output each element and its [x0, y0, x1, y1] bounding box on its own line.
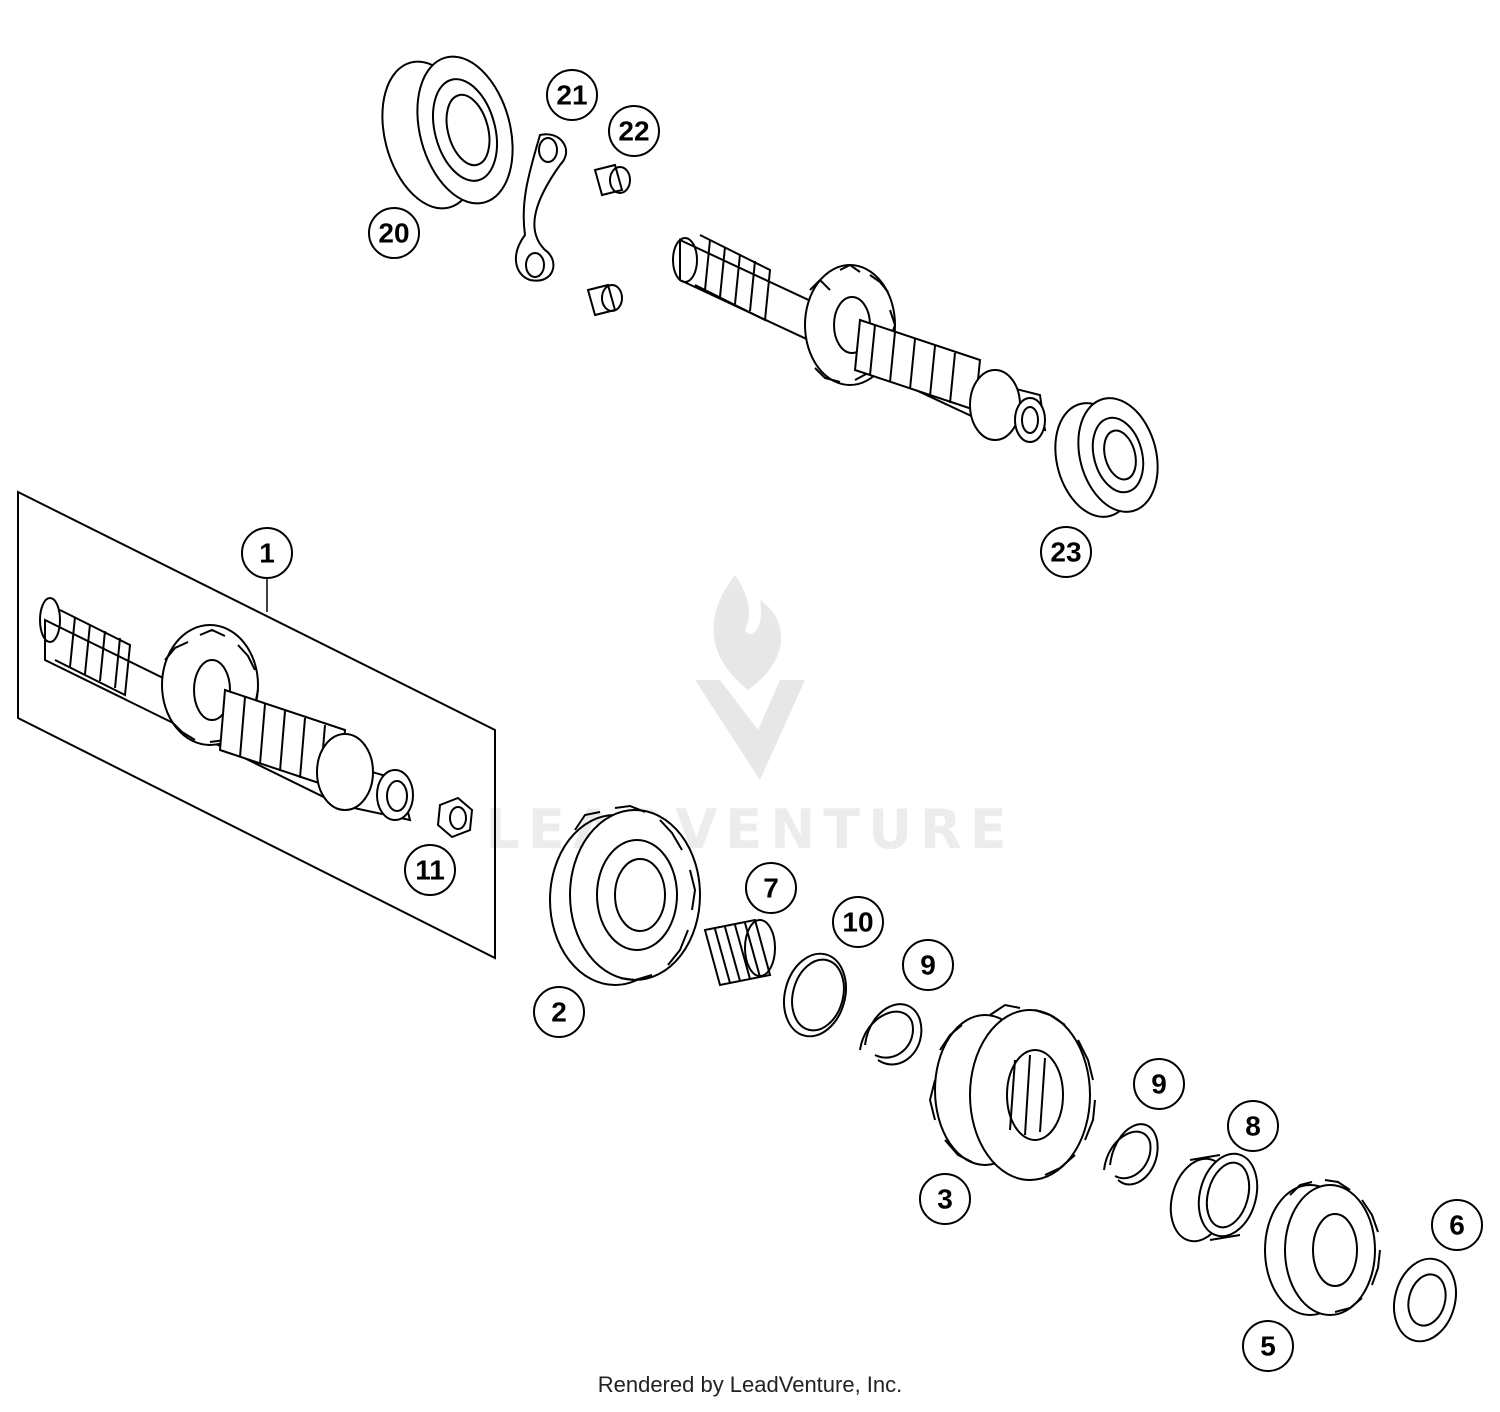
callout-6: 6 [1449, 1210, 1465, 1241]
part-2-gear [549, 804, 701, 986]
part-10-washer [783, 952, 847, 1038]
callout-20: 20 [378, 218, 409, 249]
callout-3: 3 [937, 1184, 953, 1215]
part-11-nut [436, 796, 474, 839]
part-8-bushing [1169, 1152, 1259, 1243]
part-3-double-gear [928, 1003, 1096, 1181]
callout-9-upper: 9 [920, 950, 936, 981]
part-21-lock-plate [515, 133, 567, 282]
callout-10: 10 [842, 907, 873, 938]
callout-circle-5 [1242, 1320, 1294, 1372]
callout-circle-8 [1227, 1100, 1279, 1152]
part-20-bearing [381, 55, 514, 210]
callout-circle-9a [902, 939, 954, 991]
part-6-washer [1393, 1257, 1457, 1343]
callout-circle-21 [546, 69, 598, 121]
part-9-circlip-lower [1103, 1123, 1159, 1186]
watermark-logo [695, 575, 805, 780]
callout-circle-1 [241, 527, 293, 579]
top-shaft [672, 234, 1047, 443]
callout-circle-22 [608, 105, 660, 157]
callout-labels: 1 2 3 5 6 7 8 9 9 10 11 20 21 22 23 [259, 80, 1465, 1362]
callout-circle-23 [1040, 526, 1092, 578]
callout-8: 8 [1245, 1111, 1261, 1142]
footer-credit: Rendered by LeadVenture, Inc. [597, 1372, 903, 1397]
part-22-screws [586, 163, 631, 317]
part-1-outline-box [17, 490, 496, 960]
callout-1: 1 [259, 538, 275, 569]
part-7-needle-bearing [703, 918, 776, 987]
part-9-circlip-upper [859, 1003, 923, 1066]
callout-7: 7 [763, 873, 779, 904]
callout-23: 23 [1050, 537, 1081, 568]
callout-circle-10 [832, 896, 884, 948]
callout-circle-9b [1133, 1058, 1185, 1110]
watermark-text: LEADVENTURE [486, 798, 1015, 861]
callouts [241, 69, 1483, 1372]
callout-circle-11 [404, 844, 456, 896]
part-23-bearing [1054, 397, 1159, 518]
callout-22: 22 [618, 116, 649, 147]
callout-11: 11 [415, 855, 445, 886]
callout-circle-3 [919, 1173, 971, 1225]
callout-2: 2 [551, 997, 567, 1028]
part-1-shaft [39, 597, 414, 822]
callout-21: 21 [556, 80, 587, 111]
callout-9-lower: 9 [1151, 1069, 1167, 1100]
callout-circle-20 [368, 207, 420, 259]
callout-circle-6 [1431, 1199, 1483, 1251]
callout-circle-2 [533, 986, 585, 1038]
callout-5: 5 [1260, 1331, 1276, 1362]
callout-circle-7 [745, 862, 797, 914]
part-5-gear [1264, 1179, 1381, 1316]
